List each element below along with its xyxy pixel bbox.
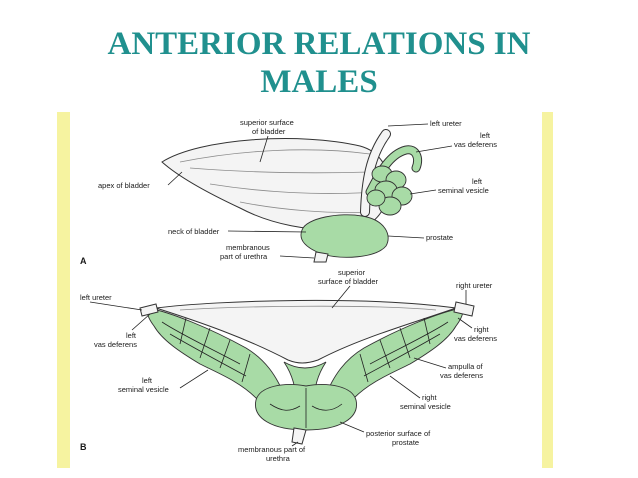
- label-b-superior-1: superior: [338, 268, 366, 277]
- seminal-vesicle-a: [366, 165, 413, 216]
- label-b-right-ureter: right ureter: [456, 281, 493, 290]
- figure-a-illustration: [161, 129, 423, 263]
- label-b-superior-2: surface of bladder: [318, 277, 379, 286]
- anatomy-figure: A superior surface of bladder left urete…: [70, 112, 542, 468]
- label-a-superior-surface-1: superior surface: [240, 118, 294, 127]
- label-a-superior-surface-2: of bladder: [252, 127, 286, 136]
- slide-title-line-2: MALES: [260, 64, 378, 100]
- bladder-b: [155, 299, 457, 364]
- left-seminal-vesicle-b: [146, 307, 285, 402]
- label-a-left-ureter: left ureter: [430, 119, 462, 128]
- label-a-apex: apex of bladder: [98, 181, 150, 190]
- slide-title-line-1: ANTERIOR RELATIONS IN: [107, 26, 531, 62]
- label-a-prostate: prostate: [426, 233, 453, 242]
- label-b-right-sv-1: right: [422, 393, 438, 402]
- label-b-left-ureter: left ureter: [80, 293, 112, 302]
- label-b-left-sv-1: left: [142, 376, 153, 385]
- label-b-posterior-1: posterior surface of: [366, 429, 431, 438]
- prostate-a: [300, 214, 389, 258]
- label-a-left-vas-2: vas deferens: [454, 140, 497, 149]
- label-a-neck: neck of bladder: [168, 227, 220, 236]
- label-a-left-sv-1: left: [472, 177, 483, 186]
- label-a-membranous-1: membranous: [226, 243, 270, 252]
- label-b-ampulla-1: ampulla of: [448, 362, 484, 371]
- label-a-membranous-2: part of urethra: [220, 252, 268, 261]
- figure-b-letter: B: [80, 442, 87, 452]
- anatomy-diagram: A superior surface of bladder left urete…: [80, 118, 497, 463]
- label-b-ampulla-2: vas deferens: [440, 371, 483, 380]
- label-a-left-sv-2: seminal vesicle: [438, 186, 489, 195]
- label-b-right-sv-2: seminal vesicle: [400, 402, 451, 411]
- label-b-membranous-1: membranous part of: [238, 445, 306, 454]
- label-b-right-vas-2: vas deferens: [454, 334, 497, 343]
- label-a-left-vas-1: left: [480, 131, 491, 140]
- label-b-left-vas-2: vas deferens: [94, 340, 137, 349]
- label-b-left-sv-2: seminal vesicle: [118, 385, 169, 394]
- label-b-membranous-2: urethra: [266, 454, 291, 463]
- label-b-right-vas-1: right: [474, 325, 490, 334]
- figure-a-letter: A: [80, 256, 87, 266]
- label-b-posterior-2: prostate: [392, 438, 419, 447]
- figure-b-illustration: [139, 299, 475, 445]
- label-b-left-vas-1: left: [126, 331, 137, 340]
